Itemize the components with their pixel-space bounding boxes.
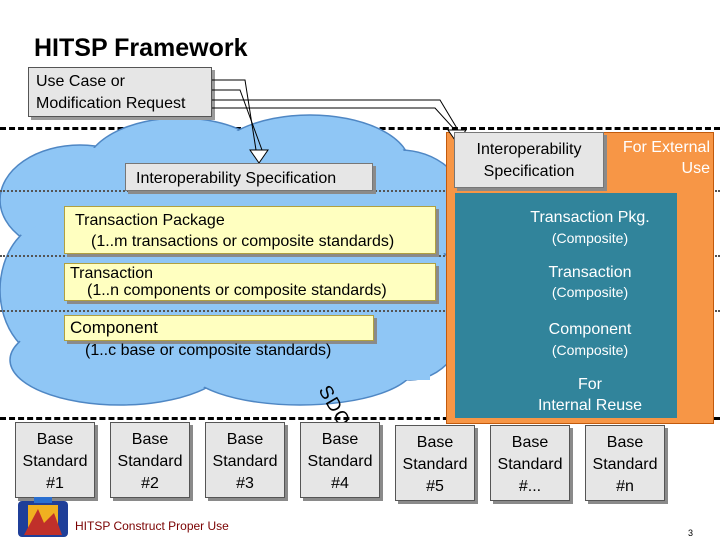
hitsp-logo-icon — [18, 497, 68, 537]
base-line2: Standard — [117, 453, 183, 470]
use-case-line1: Use Case or — [36, 73, 125, 90]
base-line2: Standard — [402, 456, 468, 473]
transaction-box: Transaction (1..n components or composit… — [64, 263, 436, 301]
base-standard-4: Base Standard #4 — [300, 422, 380, 498]
transaction-composite-sub: (Composite) — [551, 284, 629, 300]
arrow-to-right-spec — [212, 99, 459, 131]
left-interop-spec-label: Interoperability Specification — [136, 170, 337, 187]
base-line2: Standard — [22, 453, 88, 470]
right-interop-spec-line2: Specification — [483, 163, 575, 180]
transaction-pkg-label: Transaction Pkg. — [530, 209, 650, 226]
arrow-to-left-spec — [212, 79, 257, 151]
bottom-dashed-divider — [0, 417, 720, 420]
dotted-divider-2 — [0, 255, 720, 257]
base-line2: Standard — [497, 456, 563, 473]
base-line3: #1 — [46, 475, 64, 492]
use-case-box: Use Case or Modification Request — [28, 67, 212, 117]
transaction-package-label: Transaction Package — [75, 212, 225, 229]
page-title: HITSP Framework — [34, 34, 248, 62]
right-interop-spec-line1: Interoperability — [476, 141, 582, 158]
base-standard-3: Base Standard #3 — [205, 422, 285, 498]
transaction-label: Transaction — [70, 265, 153, 282]
use-case-line2: Modification Request — [36, 95, 186, 112]
base-line3: #n — [616, 478, 634, 495]
base-line3: #5 — [426, 478, 444, 495]
dotted-divider-3 — [0, 310, 720, 312]
transaction-desc: (1..n components or composite standards) — [87, 282, 387, 299]
component-composite-sub: (Composite) — [551, 342, 629, 358]
left-interop-spec-box: Interoperability Specification — [125, 163, 373, 191]
base-line1: Base — [131, 431, 169, 448]
transaction-pkg-sub: (Composite) — [551, 230, 629, 246]
component-desc: (1..c base or composite standards) — [85, 342, 332, 359]
base-standard-2: Base Standard #2 — [110, 422, 190, 498]
for-internal-line1: For — [578, 376, 602, 393]
base-line2: Standard — [212, 453, 278, 470]
for-external-line1: For External — [622, 139, 710, 156]
base-line1: Base — [416, 434, 454, 451]
base-line3: #4 — [331, 475, 349, 492]
base-line3: #3 — [236, 475, 254, 492]
component-label: Component — [70, 318, 158, 337]
page-number: 3 — [688, 528, 694, 538]
base-standard-n: Base Standard #n — [585, 425, 665, 501]
transaction-package-box: Transaction Package (1..m transactions o… — [64, 206, 436, 254]
component-box: Component — [64, 315, 374, 341]
base-line2: Standard — [592, 456, 658, 473]
base-standard-6: Base Standard #... — [490, 425, 570, 501]
base-line1: Base — [511, 434, 549, 451]
internal-reuse-panel — [455, 193, 677, 418]
dotted-divider-1 — [0, 190, 720, 192]
for-external-line2: Use — [681, 160, 710, 177]
transaction-package-desc: (1..m transactions or composite standard… — [91, 233, 395, 250]
for-external-use-label: For External Use — [604, 137, 710, 179]
base-line1: Base — [36, 431, 74, 448]
footer-text: HITSP Construct Proper Use — [75, 519, 229, 533]
base-line3: #2 — [141, 475, 159, 492]
base-standard-1: Base Standard #1 — [15, 422, 95, 498]
base-line2: Standard — [307, 453, 373, 470]
for-internal-reuse-label: For Internal Reuse — [510, 374, 670, 416]
base-line3: #... — [518, 478, 542, 495]
base-line1: Base — [321, 431, 359, 448]
base-standard-5: Base Standard #5 — [395, 425, 475, 501]
base-line1: Base — [606, 434, 644, 451]
base-line1: Base — [226, 431, 264, 448]
for-internal-line2: Internal Reuse — [537, 397, 643, 414]
right-interop-spec-box: Interoperability Specification — [454, 132, 604, 188]
component-composite-label: Component — [548, 321, 632, 338]
transaction-composite-label: Transaction — [548, 264, 632, 281]
